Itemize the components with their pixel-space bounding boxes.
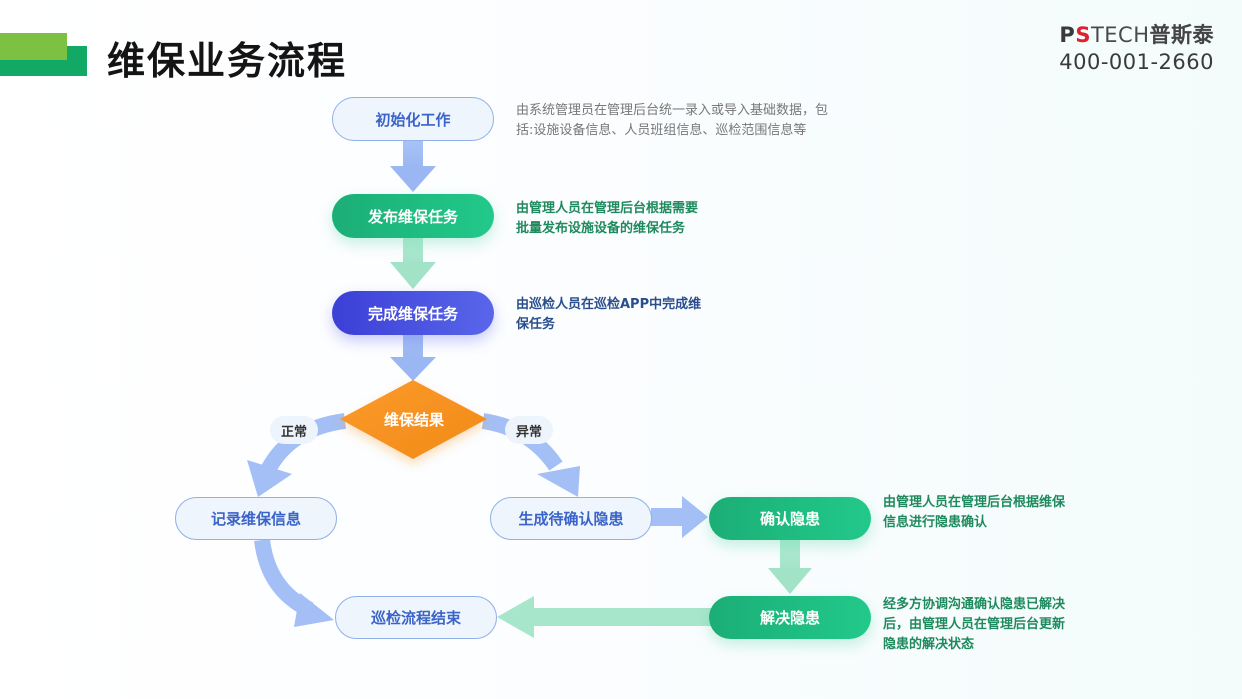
node-pending-label: 生成待确认隐患 <box>518 510 624 528</box>
node-decision[interactable]: 维保结果 <box>341 380 487 462</box>
brand-block: PSTECH普斯泰 400-001-2660 <box>1059 22 1214 76</box>
node-complete-label: 完成维保任务 <box>367 304 458 323</box>
node-end[interactable]: 巡检流程结束 <box>335 596 497 639</box>
arrow-confirm-to-resolve <box>768 540 812 594</box>
node-record[interactable]: 记录维保信息 <box>175 497 337 540</box>
desc-init-line: 由系统管理员在管理后台统一录入或导入基础数据，包 <box>516 103 829 118</box>
node-complete[interactable]: 完成维保任务 <box>332 291 494 335</box>
desc-init-line: 括:设施设备信息、人员班组信息、巡检范围信息等 <box>516 123 807 138</box>
brand-logo-cn: 普斯泰 <box>1149 23 1214 47</box>
desc-resolve-line: 经多方协调沟通确认隐患已解决 <box>883 597 1066 612</box>
node-confirm-label: 确认隐患 <box>759 510 820 528</box>
desc-resolve-line: 隐患的解决状态 <box>883 637 975 652</box>
node-publish[interactable]: 发布维保任务 <box>332 194 494 238</box>
desc-resolve-line: 后，由管理人员在管理后台更新 <box>883 617 1066 632</box>
brand-logo-p: P <box>1059 23 1076 47</box>
desc-init: 由系统管理员在管理后台统一录入或导入基础数据，包 括:设施设备信息、人员班组信息… <box>516 101 828 141</box>
node-end-label: 巡检流程结束 <box>370 609 461 627</box>
brand-phone: 400-001-2660 <box>1059 50 1214 74</box>
node-record-label: 记录维保信息 <box>210 510 301 528</box>
branch-label-abnormal: 异常 <box>505 416 553 444</box>
node-decision-label: 维保结果 <box>383 410 444 429</box>
node-resolve-label: 解决隐患 <box>759 609 820 627</box>
desc-publish: 由管理人员在管理后台根据需要 批量发布设施设备的维保任务 <box>516 199 698 239</box>
desc-complete: 由巡检人员在巡检APP中完成维 保任务 <box>516 295 701 335</box>
arrow-complete-to-decision <box>390 335 436 381</box>
node-confirm[interactable]: 确认隐患 <box>709 497 871 540</box>
desc-confirm-line: 由管理人员在管理后台根据维保 <box>883 495 1066 510</box>
decision-diamond <box>340 380 487 459</box>
desc-publish-line: 由管理人员在管理后台根据需要 <box>516 201 699 216</box>
desc-publish-line: 批量发布设施设备的维保任务 <box>516 221 686 236</box>
desc-complete-line: 保任务 <box>516 317 556 332</box>
page-title: 维保业务流程 <box>107 39 348 83</box>
brand-logo: PSTECH普斯泰 <box>1059 22 1214 48</box>
arrow-publish-to-complete <box>390 238 436 289</box>
node-resolve[interactable]: 解决隐患 <box>709 596 871 639</box>
arrow-resolve-to-end <box>497 596 712 638</box>
node-pending[interactable]: 生成待确认隐患 <box>490 497 652 540</box>
branch-label-normal: 正常 <box>270 416 318 444</box>
desc-resolve: 经多方协调沟通确认隐患已解决 后，由管理人员在管理后台更新 隐患的解决状态 <box>883 595 1065 655</box>
node-init-label: 初始化工作 <box>375 110 451 129</box>
desc-confirm-line: 信息进行隐患确认 <box>883 515 988 530</box>
arrow-init-to-publish <box>390 140 436 192</box>
desc-confirm: 由管理人员在管理后台根据维保 信息进行隐患确认 <box>883 493 1065 533</box>
brand-logo-s: S <box>1075 23 1091 47</box>
arrow-pending-to-confirm <box>651 496 708 538</box>
arrow-record-to-end <box>254 538 334 627</box>
node-publish-label: 发布维保任务 <box>367 207 458 226</box>
brand-logo-tech: TECH <box>1090 23 1150 47</box>
title-accent-light-bar <box>0 33 67 60</box>
desc-complete-line: 由巡检人员在巡检APP中完成维 <box>516 297 702 312</box>
node-init[interactable]: 初始化工作 <box>332 97 494 141</box>
